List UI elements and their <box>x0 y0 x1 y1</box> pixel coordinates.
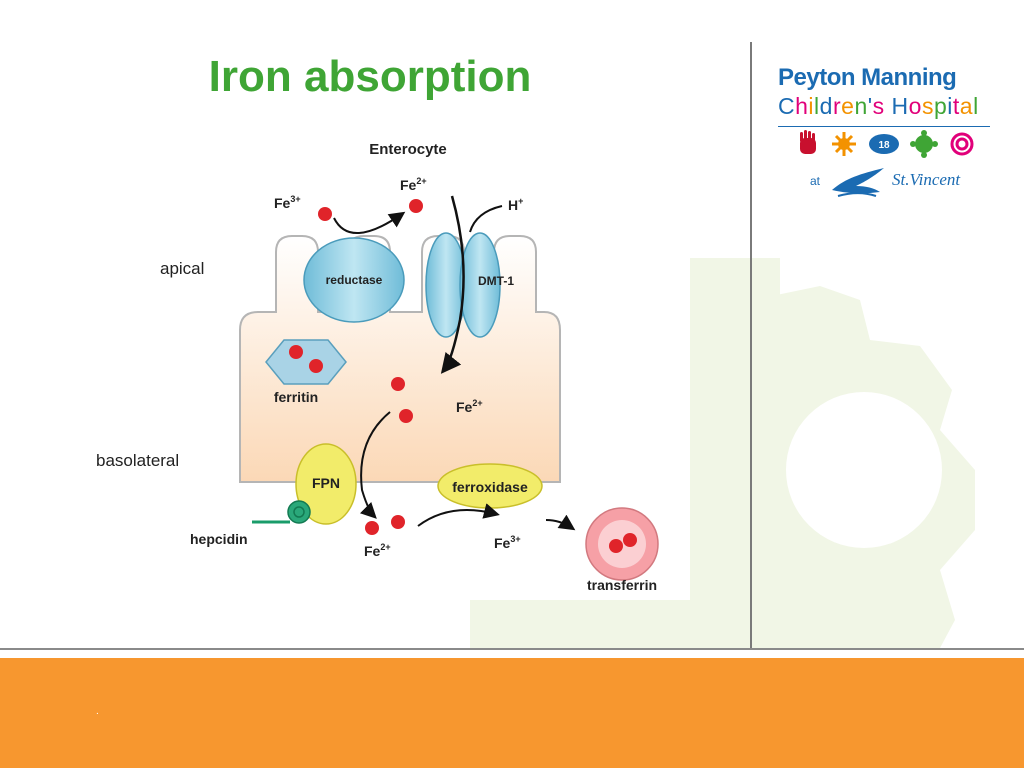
svg-text:18: 18 <box>878 140 890 151</box>
ferritin-iron-2 <box>309 359 323 373</box>
logo-letter: r <box>832 93 842 119</box>
spiral-icon <box>950 132 974 156</box>
fe2-top-label: Fe2+ <box>400 176 427 193</box>
fe3-out-label: Fe3+ <box>494 534 521 551</box>
logo-letter: n <box>854 93 868 119</box>
h-ion-label: H+ <box>508 196 523 213</box>
dmt1-transport-arrow <box>440 195 465 374</box>
fe2-out-label: Fe2+ <box>364 542 391 559</box>
basolateral-label: basolateral <box>96 451 179 470</box>
iron-absorption-diagram: reductase DMT-1 ferritin Enterocyte apic… <box>96 141 659 593</box>
fe2-out-ion-2 <box>391 515 405 529</box>
logo-letter: ' <box>867 93 873 119</box>
fpn-protein <box>295 443 357 525</box>
fe2-mid-ion-2 <box>399 409 413 423</box>
logo-letter: i <box>947 93 953 119</box>
logo-letter: C <box>778 93 796 119</box>
logo-letter: l <box>973 93 979 119</box>
dmt1-right <box>459 232 501 338</box>
fe3-in-label: Fe3+ <box>274 194 301 211</box>
enterocyte-label: Enterocyte <box>369 141 447 158</box>
sun-icon <box>832 132 856 156</box>
logo-icons: 18 <box>800 130 974 158</box>
vertical-divider <box>750 42 752 648</box>
charge-superscript: 2+ <box>472 398 482 408</box>
fe2-out-ion-1 <box>365 521 379 535</box>
logo-rule <box>778 126 990 127</box>
footer-mark: . <box>96 706 99 717</box>
reductase-protein <box>303 237 405 323</box>
logo-letter: s <box>872 93 885 119</box>
fe3-in-ion <box>318 207 332 221</box>
dmt1-label: DMT-1 <box>478 274 514 288</box>
enterocyte-cell <box>239 235 561 483</box>
ferroxidase-label: ferroxidase <box>452 479 528 495</box>
fish-18-icon: 18 <box>869 134 899 154</box>
hand-icon <box>800 130 816 154</box>
logo-at: at <box>810 174 821 188</box>
transferrin-label: transferrin <box>587 577 657 593</box>
charge-superscript: 2+ <box>416 176 426 186</box>
proton-arrow <box>469 205 503 233</box>
dove-icon <box>832 168 884 197</box>
transferrin-iron-1 <box>609 539 623 553</box>
logo-letter: d <box>819 93 833 119</box>
logo-letter: l <box>814 93 820 119</box>
ferritin-label: ferritin <box>274 389 318 405</box>
footer-bar: . <box>0 658 1024 768</box>
logo-letter: i <box>808 93 815 119</box>
slide-title: Iron absorption <box>208 52 532 101</box>
fe2-mid-ion-1 <box>391 377 405 391</box>
reduction-arrow <box>333 211 406 234</box>
logo-letter: h <box>795 93 809 119</box>
logo-line-1: Peyton Manning <box>778 64 957 91</box>
charge-superscript: 3+ <box>510 534 520 544</box>
export-arrow <box>359 411 391 519</box>
fe2-top-ion <box>409 199 423 213</box>
logo-letter: H <box>891 93 909 119</box>
logo-line-2: Children's Hospital <box>778 93 979 120</box>
logo-letter: e <box>841 93 855 119</box>
transferrin-iron-2 <box>623 533 637 547</box>
oxidation-arrow <box>417 503 500 527</box>
hepcidin-label: hepcidin <box>190 531 248 547</box>
logo-partner: St.Vincent <box>892 170 961 189</box>
charge-superscript: 2+ <box>380 542 390 552</box>
logo-letter: p <box>933 93 948 119</box>
logo-letter: o <box>908 93 922 119</box>
ferritin-hexagon <box>265 339 347 385</box>
charge-superscript: + <box>518 196 523 206</box>
ferritin-iron-1 <box>289 345 303 359</box>
hepcidin-inner-coil <box>293 506 305 518</box>
charge-superscript: 3+ <box>290 194 300 204</box>
apical-label: apical <box>160 259 204 278</box>
logo-letter: t <box>952 93 960 119</box>
fpn-label: FPN <box>312 475 340 491</box>
binding-arrow <box>545 514 576 531</box>
reductase-label: reductase <box>326 273 383 287</box>
hospital-logo: Peyton Manning Children's Hospital 18 <box>770 60 1000 210</box>
horizontal-divider <box>0 648 1024 650</box>
flower-icon <box>910 130 938 158</box>
logo-letter: a <box>959 93 974 119</box>
logo-letter: s <box>921 93 934 119</box>
hepcidin-coil <box>287 500 311 524</box>
